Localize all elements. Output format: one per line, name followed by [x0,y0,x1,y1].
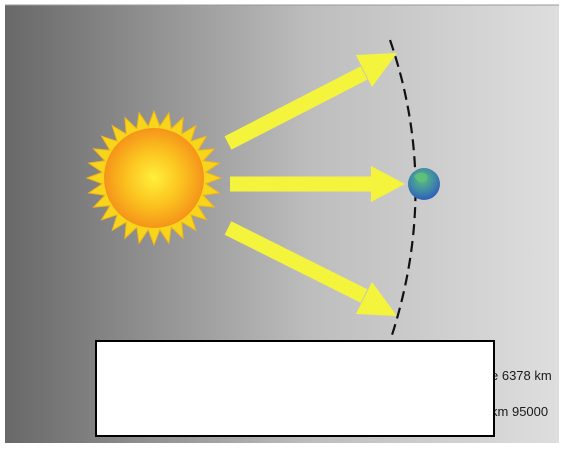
sun-core [104,128,204,228]
radius-label: e 6378 km [491,366,563,386]
earth-icon [408,168,440,200]
answer-box[interactable] [95,340,495,437]
distance-label: 95000 km [491,402,563,422]
